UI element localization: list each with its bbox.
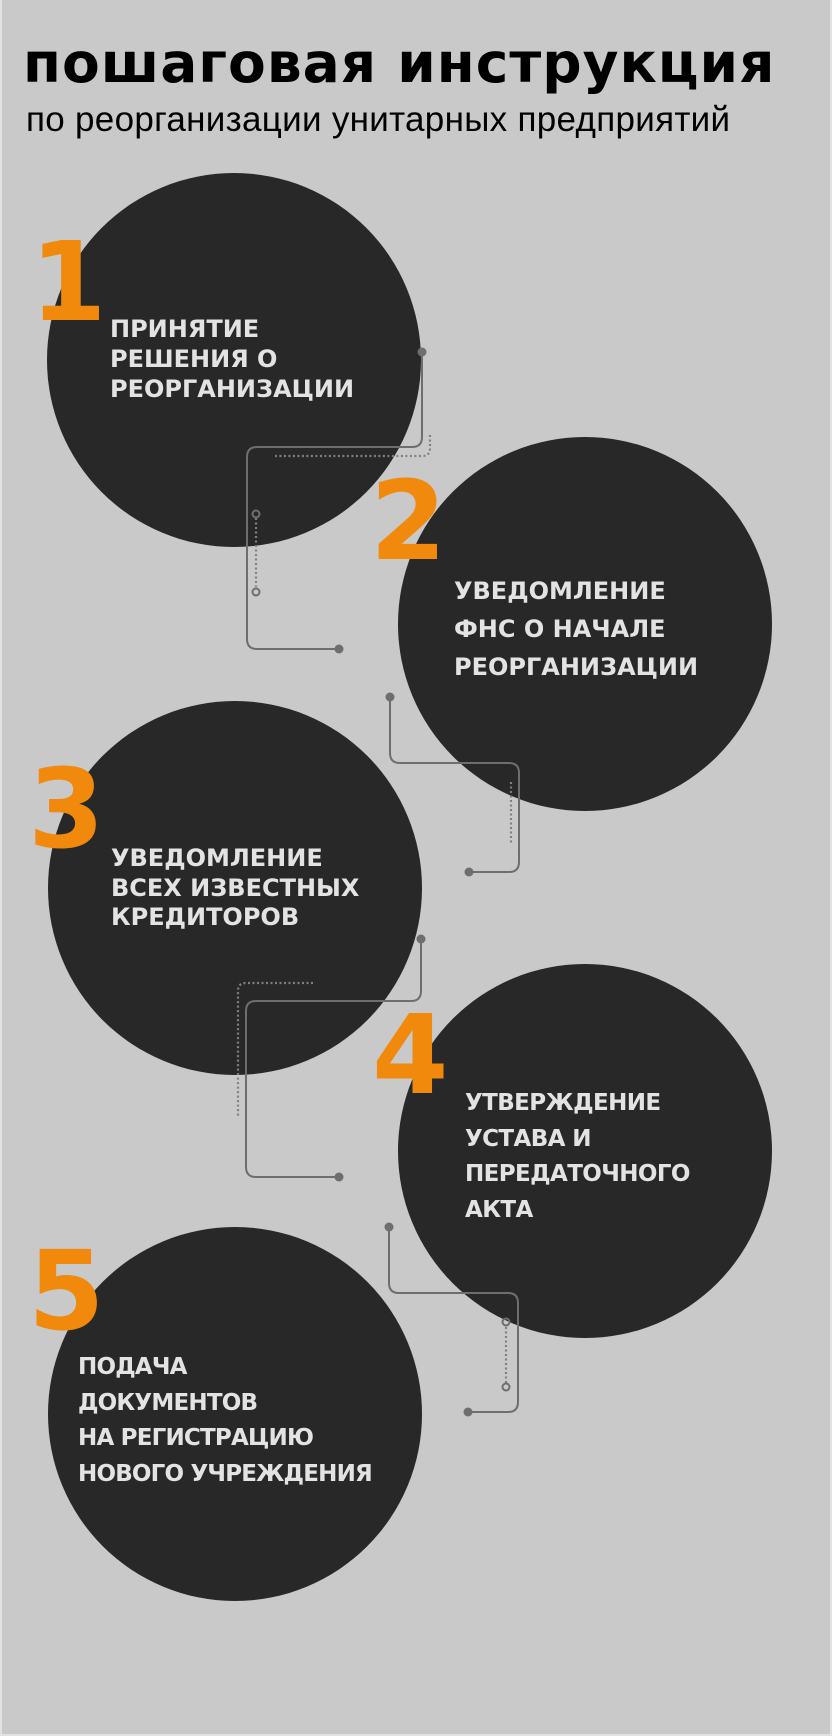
step-5-text: ПОДАЧА ДОКУМЕНТОВ НА РЕГИСТРАЦИЮ НОВОГО … [78, 1350, 373, 1493]
step-4-line: УТВЕРЖДЕНИЕ [465, 1090, 661, 1116]
step-4-line: УСТАВА И [465, 1125, 591, 1152]
step-3-line: УВЕДОМЛЕНИЕ [111, 844, 323, 872]
page-title: пошаговая инструкция [23, 31, 776, 95]
step-1-line: ПРИНЯТИЕ [110, 315, 260, 343]
step-2-number: 2 [370, 457, 447, 585]
step-2-line: ФНС О НАЧАЛЕ [454, 615, 666, 643]
step-1-line: РЕОРГАНИЗАЦИИ [110, 375, 355, 403]
step-5-circle [48, 1227, 422, 1601]
step-5-line: НА РЕГИСТРАЦИЮ [78, 1425, 314, 1452]
step-5-number: 5 [28, 1227, 105, 1355]
step-2-line: РЕОРГАНИЗАЦИИ [454, 653, 699, 681]
step-3-line: КРЕДИТОРОВ [111, 903, 300, 931]
step-5-line: НОВОГО УЧРЕЖДЕНИЯ [78, 1461, 373, 1488]
step-5-line: ПОДАЧА [78, 1354, 187, 1380]
page-subtitle: по реорганизации унитарных предприятий [26, 100, 731, 139]
step-4-line: ПЕРЕДАТОЧНОГО [465, 1161, 690, 1187]
step-3-line: ВСЕХ ИЗВЕСТНЫХ [111, 873, 360, 902]
step-1-text: ПРИНЯТИЕ РЕШЕНИЯ О РЕОРГАНИЗАЦИИ [110, 314, 354, 404]
step-4-number: 4 [372, 991, 449, 1119]
step-5-line: ДОКУМЕНТОВ [78, 1389, 258, 1416]
step-1-line: РЕШЕНИЯ О [110, 345, 278, 373]
step-3-number: 3 [28, 745, 105, 873]
step-4-line: АКТА [465, 1196, 533, 1223]
step-3-text: УВЕДОМЛЕНИЕ ВСЕХ ИЗВЕСТНЫХ КРЕДИТОРОВ [111, 844, 359, 933]
step-4-text: УТВЕРЖДЕНИЕ УСТАВА И ПЕРЕДАТОЧНОГО АКТА [465, 1086, 690, 1228]
step-2-line: УВЕДОМЛЕНИЕ [454, 577, 666, 605]
step-2-text: УВЕДОМЛЕНИЕ ФНС О НАЧАЛЕ РЕОРГАНИЗАЦИИ [454, 572, 698, 686]
step-1-number: 1 [30, 218, 107, 346]
